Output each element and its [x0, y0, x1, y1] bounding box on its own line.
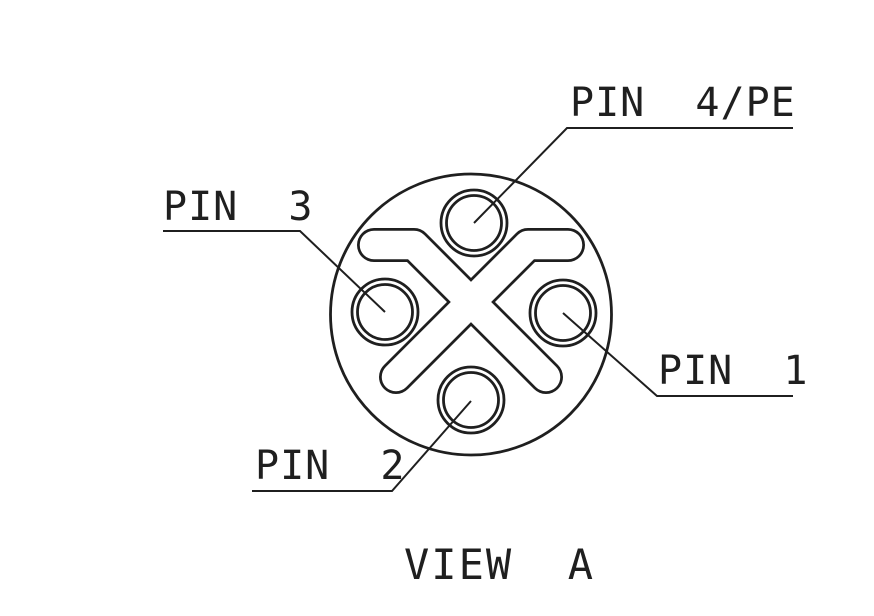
keying-slot: [357, 228, 585, 394]
pin-3-label: PIN 3: [163, 184, 314, 230]
leader-line-pin3: [163, 230, 386, 313]
leader-line-pin4: [473, 127, 793, 224]
leader-line-pin2: [252, 400, 472, 492]
pin-2-label: PIN 2: [255, 443, 406, 489]
pin-1-label: PIN 1: [658, 348, 809, 394]
connector-outline: [329, 172, 613, 457]
leader-line-pin1: [562, 312, 793, 397]
pin-4-label: PIN 4/PE: [570, 80, 796, 126]
pin-4-contact: [439, 188, 509, 258]
pin-1-contact: [528, 278, 598, 348]
pin-3-contact: [350, 277, 420, 347]
view-a-caption: VIEW A: [404, 540, 596, 589]
pin-2-contact: [436, 365, 506, 435]
